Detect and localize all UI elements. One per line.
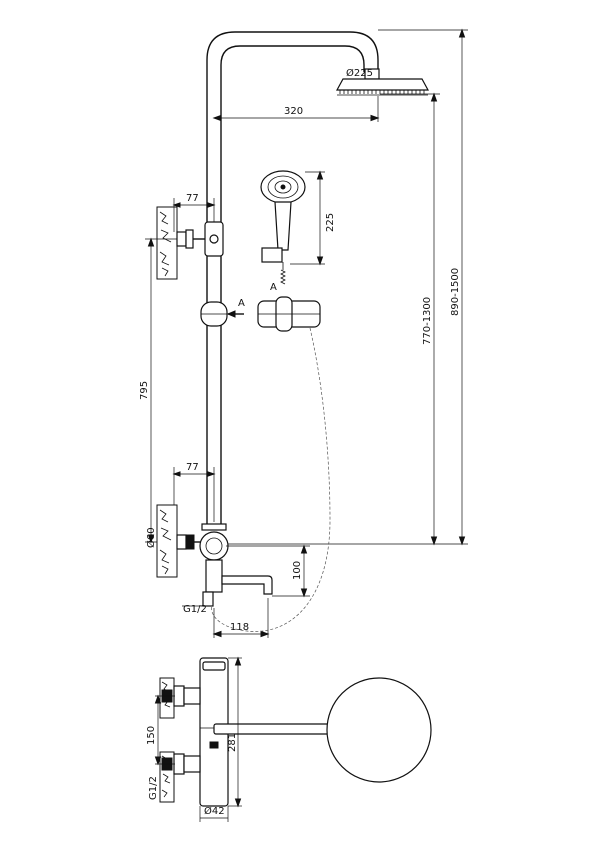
arm-reach-label: 320 xyxy=(284,106,303,117)
body-diameter-dimension: Ø42 xyxy=(199,805,229,822)
side-view: 150 281 G1/2 Ø42 xyxy=(146,656,432,822)
bracket-offset-bottom-label: 77 xyxy=(186,462,199,473)
arm-reach-dimension: 320 xyxy=(212,96,380,122)
handshower-length-label: 225 xyxy=(325,213,336,232)
spout-height-label: 100 xyxy=(292,561,303,580)
hose xyxy=(211,327,331,632)
section-a-detail: A xyxy=(257,282,321,332)
bracket-offset-top-label: 77 xyxy=(186,193,199,204)
spout-projection-dimension: 118 xyxy=(212,598,270,638)
lower-wall-valve xyxy=(156,504,229,607)
bath-spout xyxy=(221,575,273,595)
inlet-thread-front: G1/2 xyxy=(182,604,212,615)
bracket-offset-top: 77 xyxy=(172,193,216,232)
spout-height-dimension: 100 xyxy=(226,544,310,598)
spout-projection-label: 118 xyxy=(230,622,249,633)
riser-pipe xyxy=(206,31,379,528)
inlet-spacing-dimension: 150 xyxy=(146,694,175,766)
overhead-shower-head xyxy=(335,68,430,96)
bracket-spacing-dimension: 795 xyxy=(139,237,177,544)
height-range-dimensions: 770-1300 890-1500 xyxy=(228,28,468,546)
height-inner-label: 770-1300 xyxy=(422,297,433,345)
inlet-spacing-label: 150 xyxy=(146,726,157,745)
body-length-label: 281 xyxy=(227,733,238,752)
hand-shower: 225 xyxy=(260,170,336,285)
head-diameter-label: Ø225 xyxy=(346,67,373,79)
valve-diameter-label: Ø60 xyxy=(145,527,157,548)
body-diameter-label: Ø42 xyxy=(204,805,225,817)
section-a-detail-label: A xyxy=(270,282,277,293)
overhead-shower-top-view xyxy=(326,677,432,783)
slide-holder: A xyxy=(200,298,245,327)
front-view: Ø225 320 77 xyxy=(139,28,468,638)
body-length-dimension: 281 xyxy=(227,656,242,808)
inlet-thread-front-label: G1/2 xyxy=(183,604,207,615)
upper-wall-bracket xyxy=(156,206,224,280)
section-a-left-label: A xyxy=(238,298,245,309)
bracket-offset-bottom: 77 xyxy=(172,462,216,530)
inlet-thread-side-label: G1/2 xyxy=(148,776,159,800)
height-outer-label: 890-1500 xyxy=(450,268,461,316)
bracket-spacing-label: 795 xyxy=(139,381,150,400)
